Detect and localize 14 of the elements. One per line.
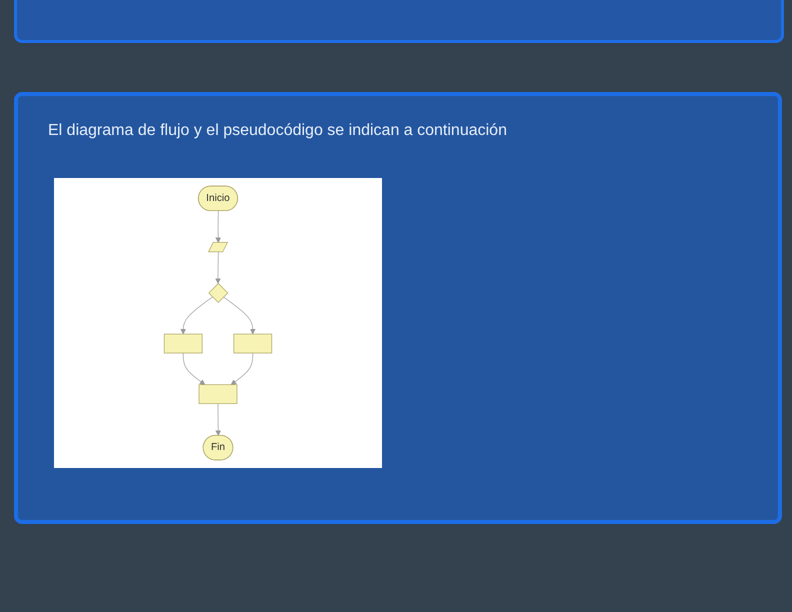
flowchart-panel: Inicio Fin xyxy=(54,178,382,468)
node-box xyxy=(234,334,272,354)
arrow xyxy=(215,403,221,436)
arrow xyxy=(230,352,254,385)
node-parallelogram xyxy=(208,242,228,252)
node-box xyxy=(164,334,202,354)
arrow xyxy=(215,210,221,243)
arrow xyxy=(215,252,221,284)
slide-title: El diagrama de flujo y el pseudocódigo se indican a continuación xyxy=(48,122,507,140)
node-diamond xyxy=(208,283,228,303)
arrow xyxy=(223,296,256,334)
arrow xyxy=(182,352,206,385)
node-box xyxy=(198,384,238,404)
arrow xyxy=(180,296,213,334)
